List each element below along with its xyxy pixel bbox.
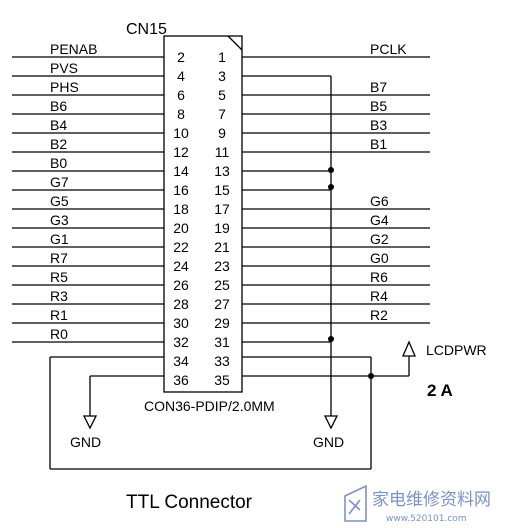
pin-number-left: 14 xyxy=(173,163,189,179)
junction-pin15 xyxy=(328,184,334,190)
connector-ref: CN15 xyxy=(126,21,167,38)
signal-label-right: R2 xyxy=(370,307,388,323)
pin-number-right: 17 xyxy=(214,201,230,217)
signal-label-left: R1 xyxy=(50,307,68,323)
pin-number-right: 25 xyxy=(214,277,230,293)
gnd-left-label: GND xyxy=(70,434,101,450)
pin-number-left: 26 xyxy=(173,277,189,293)
pin-number-left: 16 xyxy=(173,182,189,198)
pin1-marker xyxy=(227,35,243,51)
connector-part-label: CON36-PDIP/2.0MM xyxy=(144,398,275,414)
pin-number-right: 23 xyxy=(214,258,230,274)
pin-number-left: 6 xyxy=(177,87,185,103)
signal-label-left: B0 xyxy=(50,155,67,171)
junction-pin31 xyxy=(328,336,334,342)
pin-number-left: 4 xyxy=(177,68,185,84)
signal-label-right: R4 xyxy=(370,288,388,304)
watermark-logo xyxy=(344,484,367,522)
signal-label-left: G1 xyxy=(50,231,69,247)
pin-number-right: 11 xyxy=(215,144,230,160)
signal-label-right: R6 xyxy=(370,269,388,285)
junction-power xyxy=(368,373,374,379)
pin-number-left: 8 xyxy=(177,106,185,122)
signal-label-right: G6 xyxy=(370,193,389,209)
signal-label-left: PHS xyxy=(50,79,79,95)
signal-label-left: R7 xyxy=(50,250,68,266)
pin-number-right: 1 xyxy=(218,49,226,65)
lcdpwr-label: LCDPWR xyxy=(426,342,487,358)
pin-number-left: 28 xyxy=(173,296,189,312)
signal-label-right: G4 xyxy=(370,212,389,228)
gnd-right-label: GND xyxy=(313,434,344,450)
signal-label-right: B5 xyxy=(370,98,387,114)
signal-label-left: G5 xyxy=(50,193,69,209)
current-rating: 2 A xyxy=(427,381,453,400)
signal-label-right: PCLK xyxy=(370,41,407,57)
pin-number-right: 27 xyxy=(214,296,230,312)
pin-number-right: 21 xyxy=(214,239,230,255)
pin-number-left: 12 xyxy=(173,144,189,160)
signal-label-right: G2 xyxy=(370,231,389,247)
junction-pin13 xyxy=(328,167,334,173)
pin-number-right: 15 xyxy=(214,182,230,198)
gnd-right-icon xyxy=(323,415,339,430)
signal-label-left: G7 xyxy=(50,174,69,190)
signal-label-right: B7 xyxy=(370,79,387,95)
watermark-url: www.520101.com xyxy=(386,514,467,524)
signal-label-left: G3 xyxy=(50,212,69,228)
pin-number-left: 22 xyxy=(173,239,189,255)
pin-number-left: 34 xyxy=(173,353,189,369)
pin-number-right: 31 xyxy=(214,334,230,350)
diagram-caption: TTL Connector xyxy=(126,492,253,513)
pin-number-right: 5 xyxy=(218,87,226,103)
pin-number-left: 20 xyxy=(173,220,189,236)
pin-number-right: 3 xyxy=(218,68,226,84)
signal-label-left: R0 xyxy=(50,326,68,342)
signal-label-left: R3 xyxy=(50,288,68,304)
pin-number-left: 32 xyxy=(173,334,189,350)
pin-number-left: 30 xyxy=(173,315,189,331)
pin-number-right: 13 xyxy=(214,163,230,179)
pin-number-left: 18 xyxy=(173,201,189,217)
lcdpwr-arrow-icon xyxy=(402,340,416,357)
watermark-brand: 家电维修资料网 xyxy=(372,490,491,510)
pin-number-right: 35 xyxy=(214,372,230,388)
watermark-house-icon xyxy=(344,484,367,522)
connector-body xyxy=(163,35,243,393)
signal-label-left: B6 xyxy=(50,98,67,114)
signal-label-right: B3 xyxy=(370,117,387,133)
pin-number-left: 10 xyxy=(173,125,189,141)
pin-number-right: 29 xyxy=(214,315,230,331)
pin-number-left: 24 xyxy=(173,258,189,274)
signal-label-left: B2 xyxy=(50,136,67,152)
gnd-left-icon xyxy=(82,415,98,430)
signal-label-left: PENAB xyxy=(50,41,97,57)
pin-number-right: 19 xyxy=(214,220,230,236)
pin-number-right: 9 xyxy=(218,125,226,141)
pin-number-right: 33 xyxy=(214,353,230,369)
pin-number-left: 36 xyxy=(173,372,189,388)
signal-label-left: B4 xyxy=(50,117,67,133)
signal-label-left: PVS xyxy=(50,60,78,76)
signal-label-right: B1 xyxy=(370,136,387,152)
signal-label-right: G0 xyxy=(370,250,389,266)
signal-label-left: R5 xyxy=(50,269,68,285)
pin-number-left: 2 xyxy=(177,49,185,65)
pin-number-right: 7 xyxy=(218,106,226,122)
